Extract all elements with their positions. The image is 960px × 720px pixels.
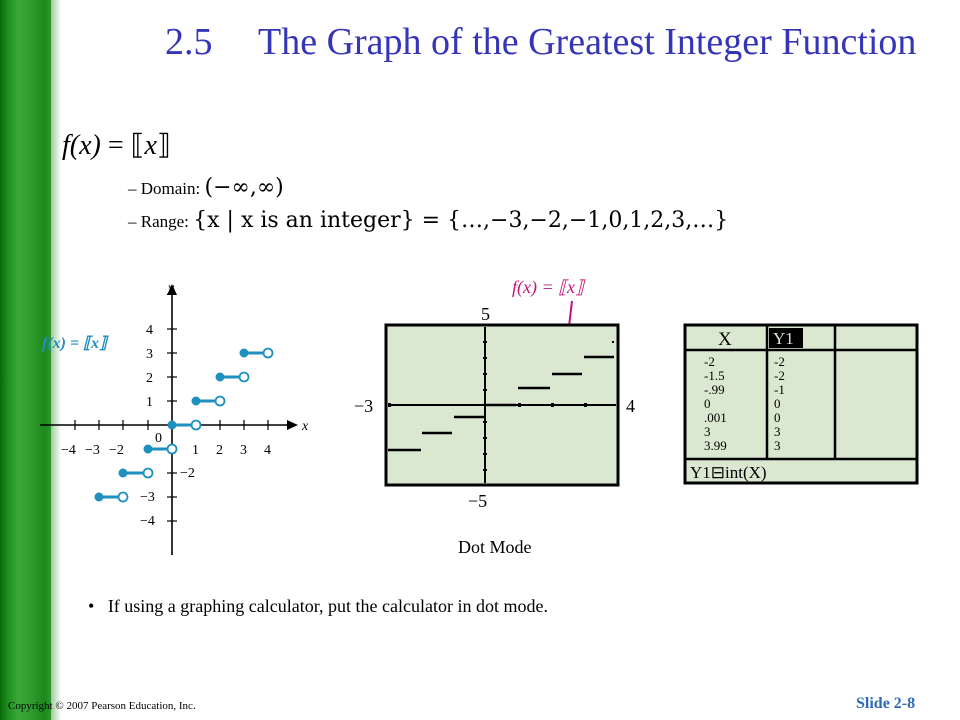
table-cell-x: .001 [704,410,727,425]
open-dot [214,395,226,407]
closed-dot [143,444,153,454]
domain-dash: – [128,179,137,198]
table-cell-y: -2 [774,368,785,383]
table-cell-x: -1.5 [704,368,725,383]
y-tick-label: −4 [140,514,155,529]
formula-bracket-right: ⟧ [156,130,171,161]
step-function-graph: x y −4 −3 −2 1 2 3 4 0 4 3 2 1 −2 −3 −4 … [40,281,309,555]
table-cell-x: -2 [704,354,715,369]
y-axis-arrow [167,284,177,295]
table-screen [683,323,919,485]
table-cell-y: 3 [774,438,781,453]
open-dot [262,347,274,359]
formula-lhs: f(x) [62,130,101,161]
open-dot [142,467,154,479]
y-tick-label: 3 [146,347,153,362]
x-tick-label: 4 [264,443,271,458]
calc-xmax-label: 4 [626,396,635,416]
closed-dot [215,372,225,382]
table-footer: Y1⊟int(X) [690,463,767,482]
x-axis-arrow [287,420,298,430]
calculator-graph: f(x) = ⟦x⟧ 5 −3 4 −5 Dot Mode [354,277,635,557]
table-header-x: X [718,329,732,350]
x-tick-label: −4 [61,443,76,458]
calc-caption: Dot Mode [458,537,532,557]
table-cell-y: 3 [774,424,781,439]
table-cell-x: 3.99 [704,438,727,453]
open-dot [117,491,129,503]
open-dot [190,419,202,431]
calc-xmin-label: −3 [354,396,373,416]
y-tick-label: −3 [140,490,155,505]
domain-label: Domain: [140,179,201,198]
x-tick-label: 2 [216,443,223,458]
calc-ymax-label: 5 [481,304,490,324]
table-cell-y: -2 [774,354,785,369]
calc-ymin-label: −5 [468,491,487,511]
domain-row: – Domain: (−∞,∞) [128,175,284,200]
table-cell-y: 0 [774,410,781,425]
x-tick-label: 1 [192,443,199,458]
formula-rhs: x [144,130,157,161]
range-row: – Range: {x | x is an integer} = {…,−3,−… [128,208,728,233]
closed-dot [239,348,249,358]
table-cell-x: -.99 [704,382,725,397]
formula-bracket-left: ⟦ [130,130,145,161]
header-highlight [769,328,803,348]
formula-equals: = [107,130,124,161]
table-cell-x: 0 [704,396,711,411]
closed-dot [118,468,128,478]
copyright: Copyright © 2007 Pearson Education, Inc. [8,700,196,712]
table-cell-y: 0 [774,396,781,411]
range-dash: – [128,212,137,231]
domain-value: (−∞,∞) [204,175,284,200]
section-number: 2.5 [165,21,213,63]
y-tick-label: 2 [146,371,153,386]
closed-dot [94,492,104,502]
callout-label: f(x) = ⟦x⟧ [512,277,586,298]
graph-function-label: f(x) = ⟦x⟧ [42,335,109,352]
calculator-table: X Y1 -2 -1.5 -.99 0 .001 3 3.99 -2 -2 -1… [683,323,919,485]
bullet-dot: • [88,596,108,616]
table-cell-x: 3 [704,424,711,439]
range-value: {x | x is an integer} = {…,−3,−2,−1,0,1,… [193,208,729,233]
x-tick-label: 3 [240,443,247,458]
y-tick-label: 1 [146,395,153,410]
x-tick-label: −3 [85,443,100,458]
bullet-item: • If using a graphing calculator, put th… [88,596,548,617]
open-dot [238,371,250,383]
range-label: Range: [140,212,189,231]
closed-dot [191,396,201,406]
closed-dot [167,420,177,430]
y-axis-label: y [166,281,175,296]
function-formula: f(x) = ⟦x⟧ [62,128,171,162]
y-tick-label: −2 [180,466,195,481]
y-tick-label: 4 [146,323,153,338]
x-tick-label: −2 [109,443,124,458]
table-header-y: Y1 [773,329,794,348]
x-axis-label: x [301,419,309,434]
bullet-text: If using a graphing calculator, put the … [107,596,548,616]
green-sidebar-bar [0,0,61,720]
title-text: The Graph of the Greatest Integer Functi… [258,21,917,63]
open-dot [166,443,178,455]
origin-label: 0 [155,431,162,446]
table-cell-y: -1 [774,382,785,397]
slide-number: Slide 2-8 [856,695,916,712]
